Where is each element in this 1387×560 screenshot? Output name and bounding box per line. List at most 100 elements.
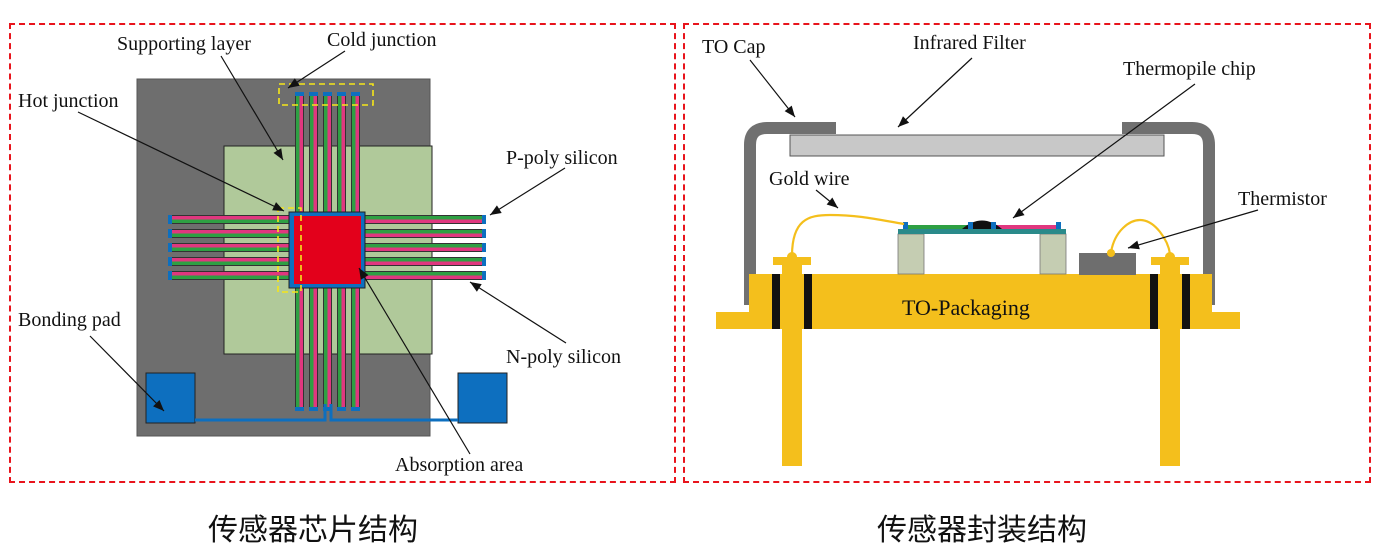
pin-right-bond	[1165, 252, 1175, 262]
label-supporting-layer: Supporting layer	[117, 33, 251, 55]
pin-right	[1160, 260, 1180, 466]
p-poly-strip	[169, 244, 292, 248]
insulator	[1150, 274, 1158, 329]
label-gold-wire: Gold wire	[769, 168, 850, 190]
gold-wire-arrow-head	[826, 197, 838, 208]
cold-junction-contact	[309, 92, 318, 96]
bonding-pad-arrow	[89, 335, 165, 412]
p-poly-strip	[362, 219, 485, 223]
gold-wire-thermistor	[1109, 218, 1172, 255]
n-poly-strip	[169, 261, 292, 265]
cold-junction-contact	[351, 407, 360, 411]
insulator	[772, 274, 780, 329]
infrared-filter	[789, 134, 1165, 157]
n-poly-strip	[169, 275, 292, 279]
cold-junction-contact	[168, 215, 172, 224]
n-poly-strip	[338, 92, 342, 216]
label-to-cap: TO Cap	[702, 36, 766, 58]
infrared-filter-arrow	[897, 57, 973, 128]
pin-left-bond	[787, 252, 797, 262]
label-p-poly-silicon: P-poly silicon	[506, 147, 618, 169]
thermistor-arrow	[1127, 209, 1259, 249]
p-poly-strip	[327, 287, 331, 411]
p-poly-layer	[994, 225, 1060, 229]
chip-contact	[1056, 222, 1061, 229]
n-poly-strip	[362, 216, 485, 220]
chip-contact	[968, 222, 973, 229]
n-poly-strip	[352, 287, 356, 411]
n-poly-strip	[324, 287, 328, 411]
cold-junction-contact	[482, 229, 486, 238]
cold-junction-contact	[168, 257, 172, 266]
bond-trace-left	[195, 404, 327, 422]
p-poly-strip	[169, 272, 292, 276]
label-to-packaging: TO-Packaging	[902, 295, 1030, 320]
p-poly-strip	[327, 92, 331, 216]
hot-junction-arrow-head	[272, 202, 284, 211]
package-structure-panel	[683, 23, 1371, 483]
label-hot-junction: Hot junction	[18, 90, 119, 112]
n-poly-strip	[310, 287, 314, 411]
n-poly-strip	[169, 219, 292, 223]
caption-package-structure: 传感器封装结构	[877, 513, 1087, 548]
bonding-pad-right	[457, 372, 508, 424]
cold-junction-arrow	[287, 50, 346, 89]
absorption-area-arrow	[358, 267, 471, 455]
cold-junction-contact	[482, 215, 486, 224]
thermistor-arrow-head	[1128, 240, 1140, 250]
thermopile-chip-arrow-head	[1013, 207, 1025, 218]
n-poly-strip	[362, 244, 485, 248]
n-poly-strip	[296, 92, 300, 216]
n-poly-strip	[338, 287, 342, 411]
label-absorption-area: Absorption area	[395, 454, 524, 476]
n-poly-silicon-arrow-head	[470, 282, 482, 292]
supporting-layer-arrow-head	[273, 148, 283, 160]
p-poly-strip	[299, 287, 303, 411]
hot-junction-arrow	[77, 111, 285, 212]
cold-junction-contact	[482, 257, 486, 266]
chip-membrane	[898, 229, 1066, 234]
cold-junction-contact	[168, 271, 172, 280]
to-header-top	[749, 274, 1212, 312]
to-cap-left	[744, 122, 836, 305]
n-poly-strip	[362, 230, 485, 234]
insulator	[1182, 274, 1190, 329]
n-poly-strip	[169, 233, 292, 237]
thermistor-bond	[1107, 249, 1115, 257]
p-poly-strip	[355, 287, 359, 411]
bonding-pad-arrow-head	[153, 400, 164, 411]
cold-junction-contact	[337, 92, 346, 96]
p-poly-strip	[313, 287, 317, 411]
supporting-layer-arrow	[220, 55, 284, 161]
p-poly-strip	[313, 92, 317, 216]
cold-junction-contact	[337, 407, 346, 411]
caption-chip-structure: 传感器芯片结构	[208, 513, 418, 548]
n-poly-strip	[362, 272, 485, 276]
insulator	[804, 274, 812, 329]
p-poly-strip	[341, 92, 345, 216]
p-poly-strip	[341, 287, 345, 411]
n-poly-strip	[310, 92, 314, 216]
cold-junction-contact	[482, 271, 486, 280]
label-bonding-pad: Bonding pad	[18, 309, 121, 331]
hot-junction-box	[277, 207, 302, 293]
p-poly-strip	[362, 261, 485, 265]
to-header-flange	[716, 312, 1240, 329]
infrared-filter-arrow-head	[898, 116, 910, 127]
bond-trace-right	[329, 404, 458, 422]
pin-left	[782, 260, 802, 466]
chip-contact	[991, 222, 996, 229]
cold-junction-arrow-head	[288, 78, 300, 88]
p-poly-strip	[355, 92, 359, 216]
to-cap-arrow-head	[784, 105, 795, 117]
thermopile-chip-arrow	[1012, 83, 1196, 219]
p-poly-strip	[299, 92, 303, 216]
bonding-pad-left	[145, 372, 196, 424]
p-poly-strip	[362, 247, 485, 251]
n-poly-strip	[352, 92, 356, 216]
n-poly-strip	[324, 92, 328, 216]
cold-junction-contact	[295, 407, 304, 411]
label-thermopile-chip: Thermopile chip	[1123, 58, 1256, 80]
